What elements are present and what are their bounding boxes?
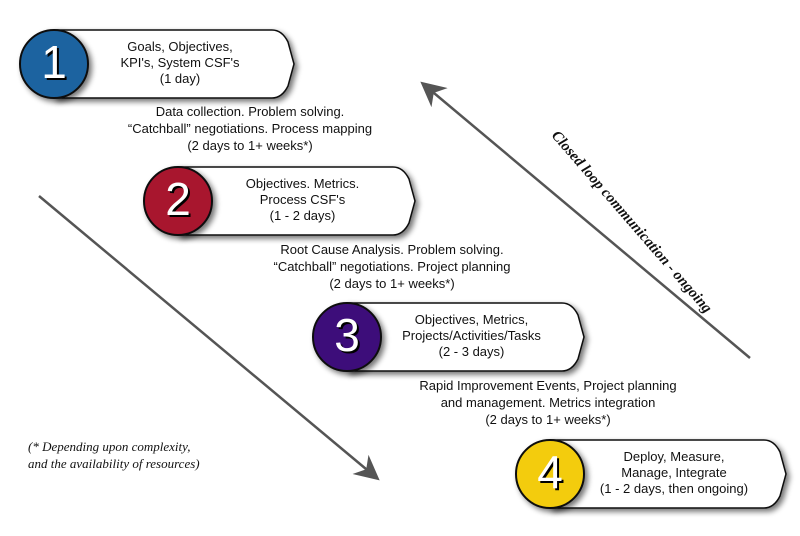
transition-text-line: Root Cause Analysis. Problem solving. (280, 242, 504, 257)
transition-3-description: Rapid Improvement Events, Project planni… (378, 377, 718, 428)
step-text-line: Deploy, Measure, (623, 449, 725, 464)
transition-text-line: (2 days to 1+ weeks*) (329, 276, 455, 291)
step-4: 44 (515, 439, 787, 509)
footnote-line-2: and the availability of resources) (28, 456, 200, 471)
step-3-badge (312, 302, 382, 372)
step-2: 22 (143, 166, 416, 236)
step-number-shadow: 3 (336, 311, 362, 363)
step-text-line: Projects/Activities/Tasks (402, 328, 541, 343)
step-number-shadow: 2 (167, 175, 193, 227)
step-number: 1 (41, 36, 67, 88)
transition-text-line: (2 days to 1+ weeks*) (187, 138, 313, 153)
step-2-badge (143, 166, 213, 236)
feedback-arrow-up (420, 81, 751, 359)
footnote: (* Depending upon complexity, and the av… (28, 438, 200, 472)
transition-text-line: Data collection. Problem solving. (155, 104, 345, 119)
step-text-line: (2 - 3 days) (438, 344, 505, 359)
step-text-line: (1 - 2 days, then ongoing) (599, 481, 749, 496)
step-4-text: Deploy, Measure,Manage, Integrate(1 - 2 … (588, 449, 760, 497)
transition-text-line: Rapid Improvement Events, Project planni… (419, 378, 677, 393)
step-number: 3 (334, 309, 360, 361)
step-1-banner (53, 29, 295, 99)
step-3-banner (346, 302, 585, 372)
step-2-banner (177, 166, 416, 236)
step-text-line: Manage, Integrate (621, 465, 727, 480)
step-1-text: Goals, Objectives,KPI's, System CSF's(1 … (92, 39, 268, 87)
transition-1-description: Data collection. Problem solving. “Catchb… (80, 103, 420, 154)
step-number: 4 (537, 446, 563, 498)
step-4-banner (549, 439, 787, 509)
transition-2-description: Root Cause Analysis. Problem solving. “Ca… (222, 241, 562, 292)
step-number-shadow: 1 (43, 38, 69, 90)
transition-text-line: (2 days to 1+ weeks*) (485, 412, 611, 427)
step-text-line: KPI's, System CSF's (120, 55, 240, 70)
step-3: 33 (312, 302, 585, 372)
step-text-line: Objectives. Metrics. (245, 176, 360, 191)
step-text-line: (1 - 2 days) (269, 208, 336, 223)
step-3-text: Objectives, Metrics,Projects/Activities/… (385, 312, 558, 360)
footnote-line-1: (* Depending upon complexity, (28, 439, 191, 454)
step-4-badge (515, 439, 585, 509)
transition-text-line: and management. Metrics integration (440, 395, 656, 410)
step-2-text: Objectives. Metrics.Process CSF's(1 - 2 … (216, 176, 389, 224)
transition-text-line: “Catchball” negotiations. Process mappin… (127, 121, 373, 136)
step-text-line: Objectives, Metrics, (414, 312, 529, 327)
flow-arrow-down (38, 195, 380, 481)
step-text-line: (1 day) (159, 71, 201, 86)
step-number: 2 (165, 173, 191, 225)
step-text-line: Goals, Objectives, (127, 39, 233, 54)
step-1-badge (19, 29, 89, 99)
step-text-line: Process CSF's (259, 192, 346, 207)
transition-text-line: “Catchball” negotiations. Project planni… (273, 259, 511, 274)
step-number-shadow: 4 (539, 448, 565, 500)
step-1: 11 (19, 29, 295, 99)
